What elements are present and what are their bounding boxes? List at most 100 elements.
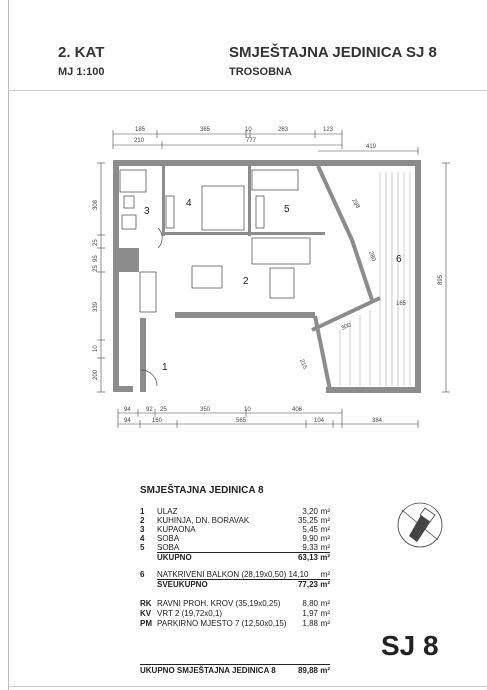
row-no: 3 — [140, 525, 145, 534]
total-area: 89,88 — [297, 666, 318, 675]
row-area: 9,90 — [302, 534, 318, 543]
row-unit: m² — [320, 507, 330, 516]
dim-left-2: 25 — [93, 239, 99, 246]
floor-label: 2. KAT — [58, 44, 105, 61]
extra-no: PM — [140, 619, 152, 628]
subtotal-row: UKUPNO 63,13 m² — [140, 553, 330, 563]
extra-row: RK RAVNI PROH. KROV (35,19x0,25) 8,80 m² — [140, 599, 330, 609]
grand-total-row: SVEUKUPNO 77,23 m² — [140, 580, 330, 590]
total-row: UKUPNO SMJEŠTAJNA JEDINICA 8 89,88 m² — [140, 666, 330, 676]
dim-top-5: 123 — [323, 127, 334, 133]
extra-unit: m² — [320, 609, 330, 618]
extra-area: 1,97 — [302, 609, 318, 618]
dim-bottom-11: 384 — [372, 418, 383, 424]
extra-name: RAVNI PROH. KROV (35,19x0,25) — [157, 599, 281, 608]
balcony-unit: m² — [320, 570, 330, 579]
dim-bottom-9: 565 — [236, 418, 247, 424]
grand-rule — [157, 579, 330, 580]
compass-icon — [397, 502, 443, 548]
row-name: KUPAONA — [157, 525, 196, 534]
angled-walls — [311, 165, 381, 391]
row-area: 5,45 — [302, 525, 318, 534]
table-row: 1 ULAZ 3,20 m² — [140, 507, 330, 517]
row-area: 35,25 — [297, 516, 318, 525]
dim-top-4: 283 — [278, 127, 289, 133]
dim-bottom-6: 406 — [292, 407, 303, 413]
total-unit: m² — [320, 666, 330, 675]
extra-no: RK — [140, 599, 152, 608]
row-no: 5 — [140, 543, 145, 552]
dim-left-6: 10 — [93, 345, 99, 352]
table-row: 3 KUPAONA 5,45 m² — [140, 525, 330, 535]
dim-top-6: 210 — [134, 138, 145, 144]
dim-right: 895 — [438, 274, 444, 285]
row-unit: m² — [320, 543, 330, 552]
row-no: 1 — [140, 507, 145, 516]
balcony-name: NATKRIVENI BALKON (28,19x0,50) 14,10 — [157, 570, 309, 579]
extra-area: 8,80 — [302, 599, 318, 608]
unit-type: TROSOBNA — [229, 66, 292, 78]
extra-no: KV — [140, 609, 152, 618]
extra-unit: m² — [320, 619, 330, 628]
row-unit: m² — [320, 534, 330, 543]
row-no: 2 — [140, 516, 145, 525]
dim-int-4: 300 — [341, 322, 353, 332]
room-number-1: 1 — [162, 362, 168, 373]
total-rule — [140, 664, 330, 665]
scale-label: MJ 1:100 — [58, 66, 105, 78]
row-name: ULAZ — [157, 507, 178, 516]
dim-int-3: 165 — [396, 301, 407, 307]
dim-bottom-1: 94 — [124, 407, 131, 413]
grand-area: 77,23 — [297, 580, 318, 589]
dim-left-3: 95 — [93, 255, 99, 262]
room-number-2: 2 — [243, 276, 249, 287]
dim-top-2: 365 — [200, 127, 211, 133]
subtotal-name: UKUPNO — [157, 553, 192, 562]
extra-name: PARKIRNO MJESTO 7 (12,50x0,15) — [157, 619, 287, 628]
grand-unit: m² — [320, 580, 330, 589]
subtotal-unit: m² — [320, 553, 330, 562]
header-rule — [8, 90, 487, 91]
dim-left-4: 25 — [93, 265, 99, 272]
extra-row: PM PARKIRNO MJESTO 7 (12,50x0,15) 1,88 m… — [140, 619, 330, 629]
floor-plan: 185 365 10 283 123 210 777 419 308 25 95… — [93, 127, 450, 428]
dim-bottom-3: 25 — [160, 407, 167, 413]
subtotal-area: 63,13 — [297, 553, 318, 562]
dim-int-1: 298 — [350, 198, 361, 210]
dim-top-7: 777 — [246, 138, 257, 144]
extra-unit: m² — [320, 599, 330, 608]
row-name: SOBA — [157, 543, 180, 552]
total-name: UKUPNO SMJEŠTAJNA JEDINICA 8 — [140, 666, 276, 675]
walls — [113, 160, 421, 393]
balcony-hatch — [339, 172, 411, 386]
dim-int-5: 215 — [298, 359, 308, 371]
dim-bottom-8: 160 — [152, 418, 163, 424]
balcony-row: 6 NATKRIVENI BALKON (28,19x0,50) 14,10 m… — [140, 570, 330, 580]
dim-bottom-2: 92 — [146, 407, 153, 413]
balcony-no: 6 — [140, 570, 145, 579]
extra-row: KV VRT 2 (19,72x0,1) 1,97 m² — [140, 609, 330, 619]
furniture — [119, 169, 311, 387]
dim-left-7: 200 — [93, 369, 99, 380]
row-name: KUHINJA, DN. BORAVAK — [157, 516, 250, 525]
unit-badge: SJ 8 — [381, 630, 439, 661]
grand-name: SVEUKUPNO — [157, 580, 208, 589]
room-number-6: 6 — [396, 254, 402, 265]
row-name: SOBA — [157, 534, 180, 543]
row-unit: m² — [320, 516, 330, 525]
dim-left-1: 308 — [93, 199, 99, 210]
room-number-5: 5 — [284, 204, 290, 215]
subtotal-rule — [157, 552, 330, 553]
room-number-3: 3 — [144, 206, 150, 217]
table-row: 5 SOBA 9,33 m² — [140, 543, 330, 553]
row-area: 3,20 — [302, 507, 318, 516]
extra-area: 1,88 — [302, 619, 318, 628]
dim-top-right: 419 — [366, 144, 377, 150]
dim-top-1: 185 — [135, 127, 146, 133]
dim-int-2: 280 — [367, 251, 376, 263]
table-row: 2 KUHINJA, DN. BORAVAK 35,25 m² — [140, 516, 330, 526]
row-area: 9,33 — [302, 543, 318, 552]
dim-bottom-10: 104 — [314, 418, 325, 424]
table-row: 4 SOBA 9,90 m² — [140, 534, 330, 544]
unit-title: SMJEŠTAJNA JEDINICA SJ 8 — [229, 44, 437, 61]
